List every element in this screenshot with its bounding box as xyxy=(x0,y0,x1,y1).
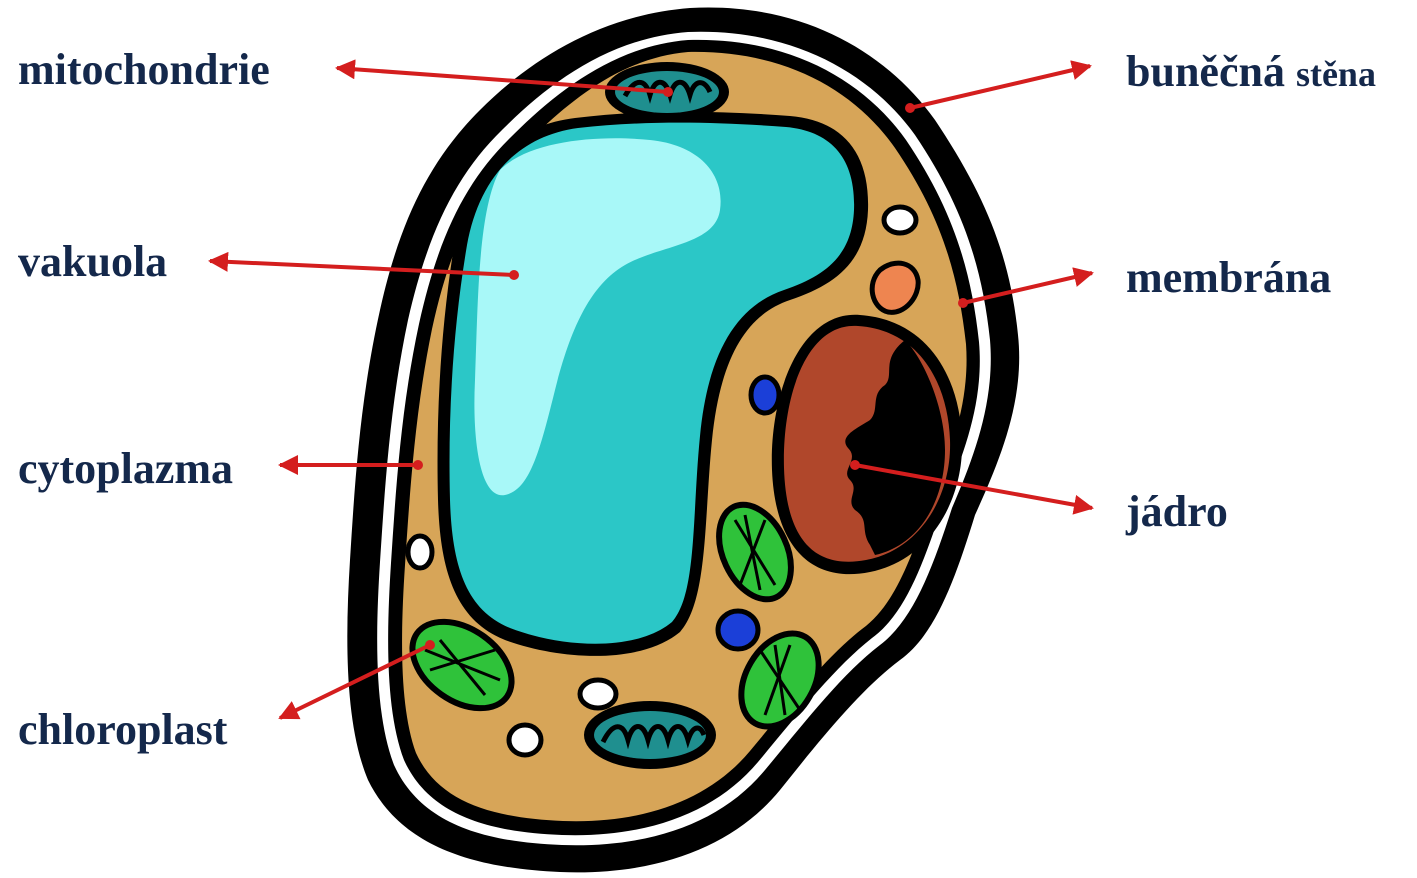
white-vesicle-2 xyxy=(408,536,432,568)
label-bunecna-stena: buněčná stěna xyxy=(1126,50,1376,94)
arrow-bunecna-stena xyxy=(910,66,1090,108)
white-vesicle-1 xyxy=(884,207,916,233)
label-bunecna-main: buněčná xyxy=(1126,47,1285,96)
orange-vesicle xyxy=(872,263,918,312)
label-cytoplazma: cytoplazma xyxy=(18,447,233,491)
label-mitochondrie: mitochondrie xyxy=(18,48,270,92)
label-vakuola: vakuola xyxy=(18,240,167,284)
blue-vesicle-upper xyxy=(751,377,779,413)
white-vesicle-3 xyxy=(580,680,616,708)
label-bunecna-second: stěna xyxy=(1296,54,1376,94)
label-membrana: membrána xyxy=(1126,256,1331,300)
mitochondrion-bottom xyxy=(584,701,716,769)
white-vesicle-4 xyxy=(509,725,541,755)
label-jadro: jádro xyxy=(1126,490,1228,534)
blue-vesicle-lower xyxy=(718,611,758,649)
label-chloroplast: chloroplast xyxy=(18,708,227,752)
